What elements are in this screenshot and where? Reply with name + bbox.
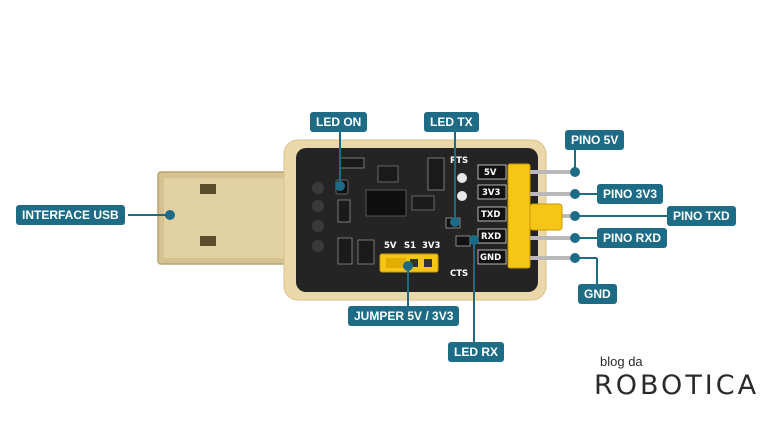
label-jumper-5v: 5V xyxy=(384,241,397,251)
callout-pino-3v3: PINO 3V3 xyxy=(597,184,664,204)
callout-gnd: GND xyxy=(578,284,617,304)
callout-pino-5v: PINO 5V xyxy=(565,130,625,150)
pin-header xyxy=(507,163,570,269)
label-jumper-3v3: 3V3 xyxy=(422,241,440,251)
label-gnd: GND xyxy=(480,253,501,263)
label-txd: TXD xyxy=(481,210,500,220)
callout-pino-rxd: PINO RXD xyxy=(597,228,668,248)
logo-small-text: blog da xyxy=(600,354,643,369)
callout-pino-txd: PINO TXD xyxy=(667,206,736,226)
label-5v: 5V xyxy=(484,168,497,178)
label-3v3: 3V3 xyxy=(482,188,500,198)
pcb-board: RTS CTS 5V 3V3 TXD RXD GND 5V S1 3V3 xyxy=(283,139,547,301)
blog-da-robotica-logo: blog da ROBOTICA xyxy=(594,354,756,410)
leader-lines xyxy=(128,130,667,342)
label-rxd: RXD xyxy=(481,232,501,242)
logo-big-text: ROBOTICA xyxy=(594,370,760,401)
callout-led-rx: LED RX xyxy=(448,342,505,362)
label-jumper-s1: S1 xyxy=(404,241,416,251)
callout-led-tx: LED TX xyxy=(424,112,479,132)
callout-jumper: JUMPER 5V / 3V3 xyxy=(348,306,460,326)
label-cts: CTS xyxy=(450,269,468,279)
label-rts: RTS xyxy=(450,156,468,166)
callout-interface-usb: INTERFACE USB xyxy=(16,205,125,225)
usb-connector xyxy=(157,171,309,265)
callout-led-on: LED ON xyxy=(310,112,368,132)
